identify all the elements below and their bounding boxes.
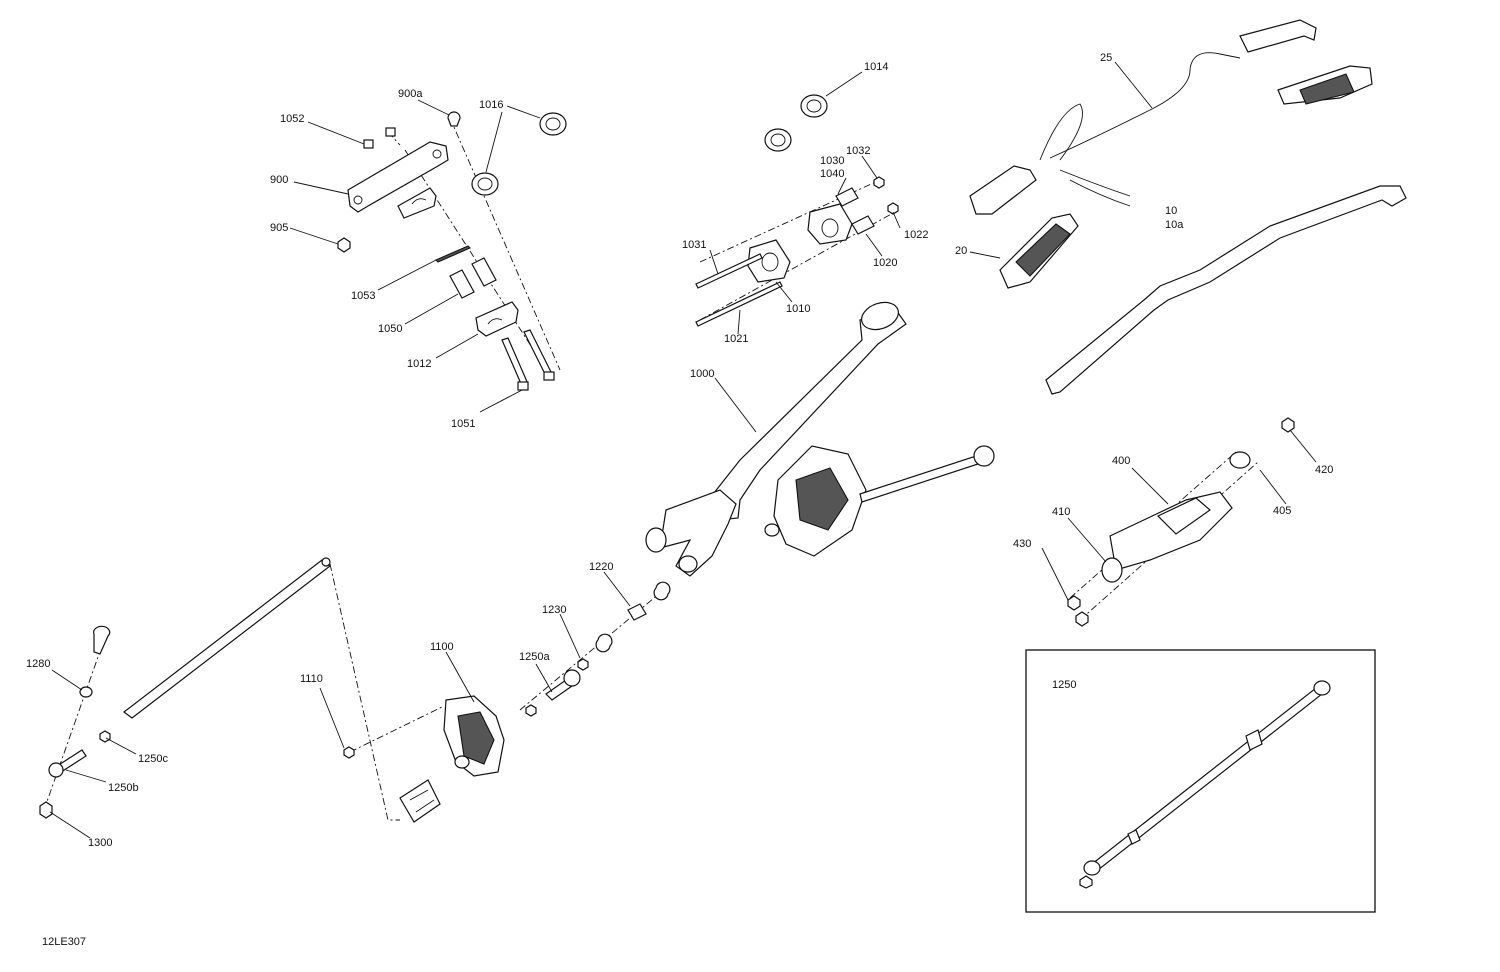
part-1021 [695,281,783,327]
part-1014-a [800,94,828,118]
callout-400: 400 [1112,455,1130,467]
callout-1012: 1012 [407,358,431,370]
inset-frame [1025,649,1376,913]
part-1000-lever [645,301,907,577]
callout-430: 430 [1013,538,1031,550]
callout-1000: 1000 [690,368,714,380]
upper-clamp-group [337,111,561,391]
callout-1051: 1051 [451,418,475,430]
part-1022 [887,202,899,215]
part-1050-a [449,269,475,299]
callout-1016: 1016 [479,99,503,111]
part-25-grip-upper [1239,19,1317,53]
callout-labels: 25 1014 900a 1016 1052 900 905 1053 1050… [26,52,1333,948]
part-1230 [577,658,589,671]
callout-1110: 1110 [300,673,323,685]
leader-lines [49,61,1317,839]
part-1051-a [501,337,529,387]
part-905 [337,237,351,253]
callout-1280: 1280 [26,658,50,670]
part-1010-lower [747,239,791,283]
callout-900: 900 [270,174,288,186]
part-1053 [435,245,471,263]
callout-1300: 1300 [88,837,112,849]
part-1014-b [764,128,792,152]
lower-center-group [343,581,671,823]
callout-1250-inset: 1250 [1052,679,1076,691]
callout-1021: 1021 [724,333,748,345]
part-coupler [399,779,441,823]
part-1052 [363,139,374,149]
part-900a [447,111,461,127]
part-1110 [343,746,355,759]
part-1010-upper [807,203,853,245]
callout-1030: 1030 [820,155,844,167]
callout-1250c: 1250c [138,753,168,765]
callout-1050: 1050 [378,323,402,335]
callout-10a: 10a [1165,219,1184,231]
callout-10: 10 [1165,205,1177,217]
part-1016-washers [471,112,567,196]
lower-left-rod-group [39,557,400,821]
callout-1032: 1032 [846,145,870,157]
callout-25: 25 [1100,52,1112,64]
part-1250c [99,730,111,743]
callout-405: 405 [1273,505,1291,517]
callout-1040: 1040 [820,168,844,180]
callout-900a: 900a [398,88,423,100]
part-1050-b [471,257,497,287]
callout-1020: 1020 [873,257,897,269]
callout-1014: 1014 [864,61,888,73]
callout-1230: 1230 [542,604,566,616]
part-rod [123,559,331,719]
center-clamp-group [695,94,899,327]
callout-905: 905 [270,222,288,234]
callout-1250a: 1250a [519,651,550,663]
callout-1100: 1100 [430,641,454,653]
handle-group [969,19,1407,395]
part-1012-upper [397,187,437,219]
part-10-handlebar [1045,185,1407,395]
part-420 [1281,417,1295,433]
part-1000-housing [764,445,995,557]
inset-part-1250 [1079,680,1331,889]
part-1040 [835,187,859,207]
part-900-bracket [347,141,449,213]
part-1220 [627,603,647,621]
part-1020 [851,215,875,235]
right-assembly-400 [1067,417,1295,627]
part-1300 [39,801,53,819]
callout-1053: 1053 [351,290,375,302]
part-1280-washer [79,686,93,698]
part-430 [1067,595,1081,611]
part-1280-bolt [93,625,111,655]
callout-1022: 1022 [904,229,928,241]
callout-1010: 1010 [786,303,810,315]
callout-1031: 1031 [682,239,706,251]
part-25-cable [1049,52,1241,159]
part-1030 [873,176,885,189]
callout-1052: 1052 [280,113,304,125]
part-1031 [695,253,763,289]
callout-1220: 1220 [589,561,613,573]
callout-420: 420 [1315,464,1333,476]
callout-20: 20 [955,245,967,257]
drawing-code: 12LE307 [42,936,86,948]
callout-1250b: 1250b [108,782,139,794]
part-1051-b [523,329,553,377]
callout-410: 410 [1052,506,1070,518]
